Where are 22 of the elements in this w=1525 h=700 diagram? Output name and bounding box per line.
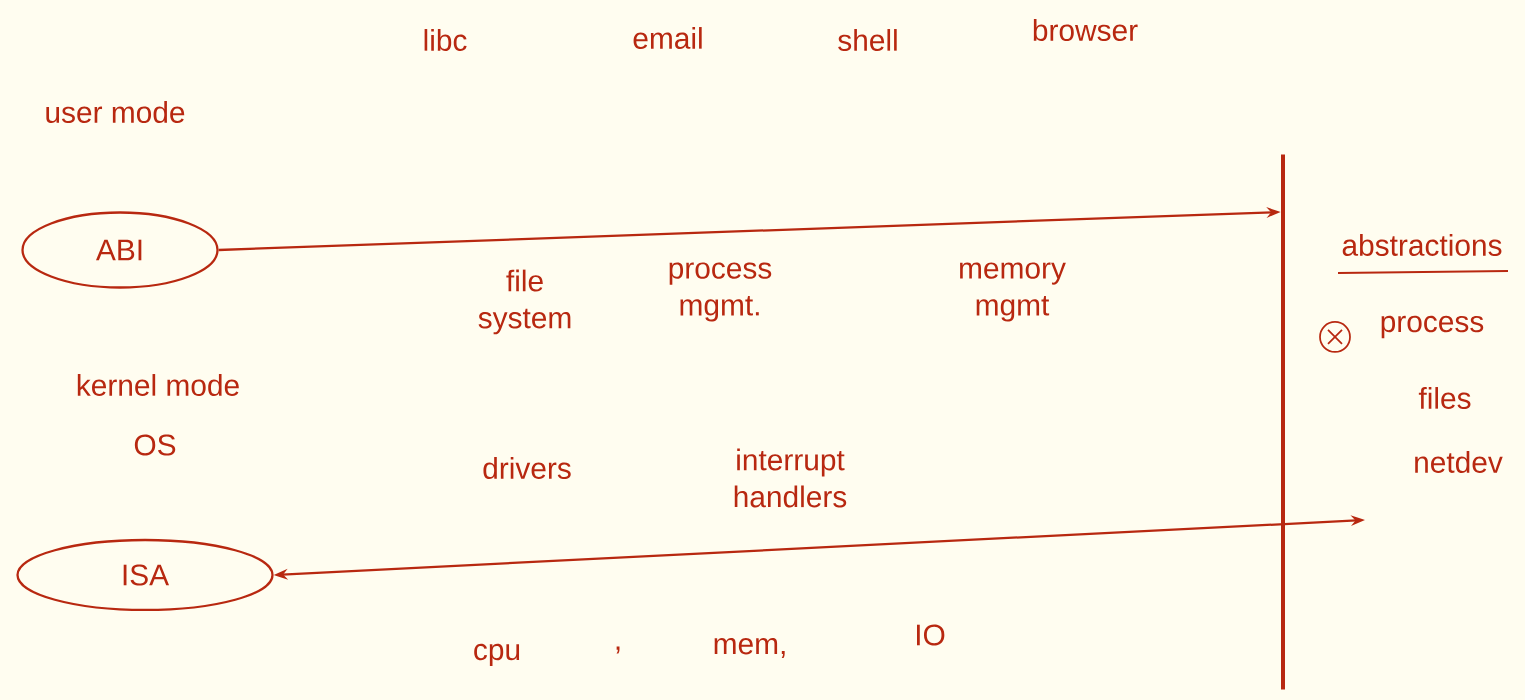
- note-text: browser: [1033, 19, 1138, 41]
- note-text: abstractions: [1342, 234, 1502, 256]
- note-text: drivers: [483, 457, 571, 479]
- note-text: libc: [424, 29, 467, 51]
- note-text: netdev: [1415, 451, 1503, 473]
- note-text: files: [1418, 387, 1471, 409]
- note-text: IO: [917, 624, 945, 646]
- note-text: shell: [838, 29, 897, 51]
- note-text: user mode: [46, 101, 185, 123]
- note-text: kernel mode: [77, 374, 239, 396]
- note-text: email: [633, 27, 702, 49]
- note-text: cpu: [474, 643, 520, 667]
- note-text: process: [1381, 315, 1484, 339]
- note-text: interrupt handlers: [734, 448, 847, 508]
- note-text: process mgmt.: [669, 262, 772, 322]
- note-text: file system: [478, 269, 571, 335]
- ellipse-node: ISA: [16, 538, 274, 612]
- note-text: OS: [134, 434, 176, 456]
- ellipse-node: ABI: [21, 211, 219, 289]
- note-text: memory mgmt: [960, 262, 1066, 322]
- note-text: mem,: [714, 638, 785, 658]
- note-text: ,: [616, 646, 620, 654]
